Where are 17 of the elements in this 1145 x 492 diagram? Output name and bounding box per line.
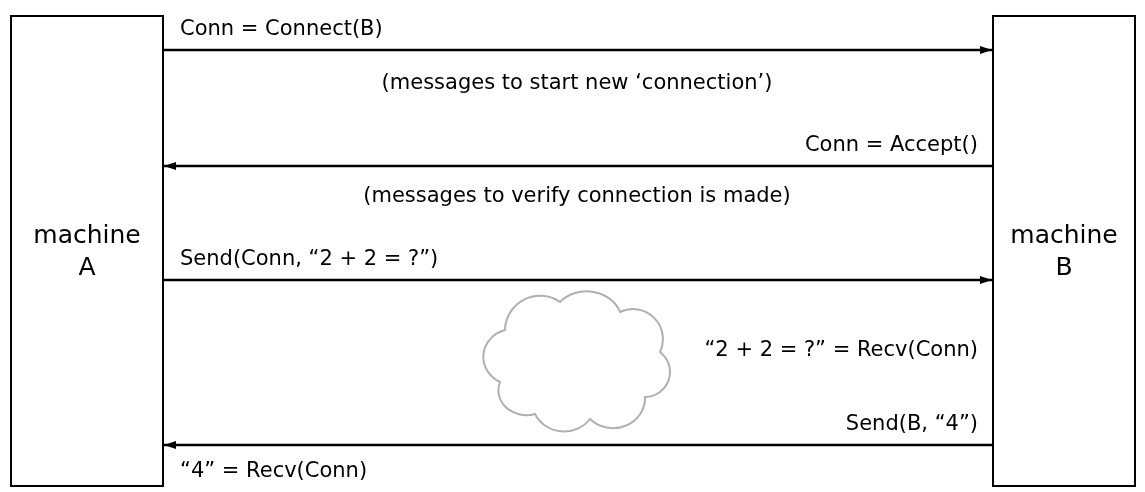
machine-box [10,15,164,487]
note-text: (messages to verify connection is made) [363,182,791,209]
edge-label: Send(B, “4”) [845,410,978,437]
edge-label: Send(Conn, “2 + 2 = ?”) [180,245,439,272]
arrow [164,162,992,170]
arrow [164,276,992,284]
cloud-shape [482,290,671,433]
arrow [164,441,992,449]
note-text: (messages to start new ‘connection’) [381,69,773,96]
node-label: machine A [32,219,142,283]
note-text: “4” = Recv(Conn) [180,457,368,484]
arrow [164,46,992,54]
note-text: “2 + 2 = ?” = Recv(Conn) [704,336,978,363]
edge-label: Conn = Connect(B) [180,15,383,42]
node-label: machine B [1009,219,1119,283]
edge-label: Conn = Accept() [804,131,978,158]
machine-box [992,15,1136,487]
